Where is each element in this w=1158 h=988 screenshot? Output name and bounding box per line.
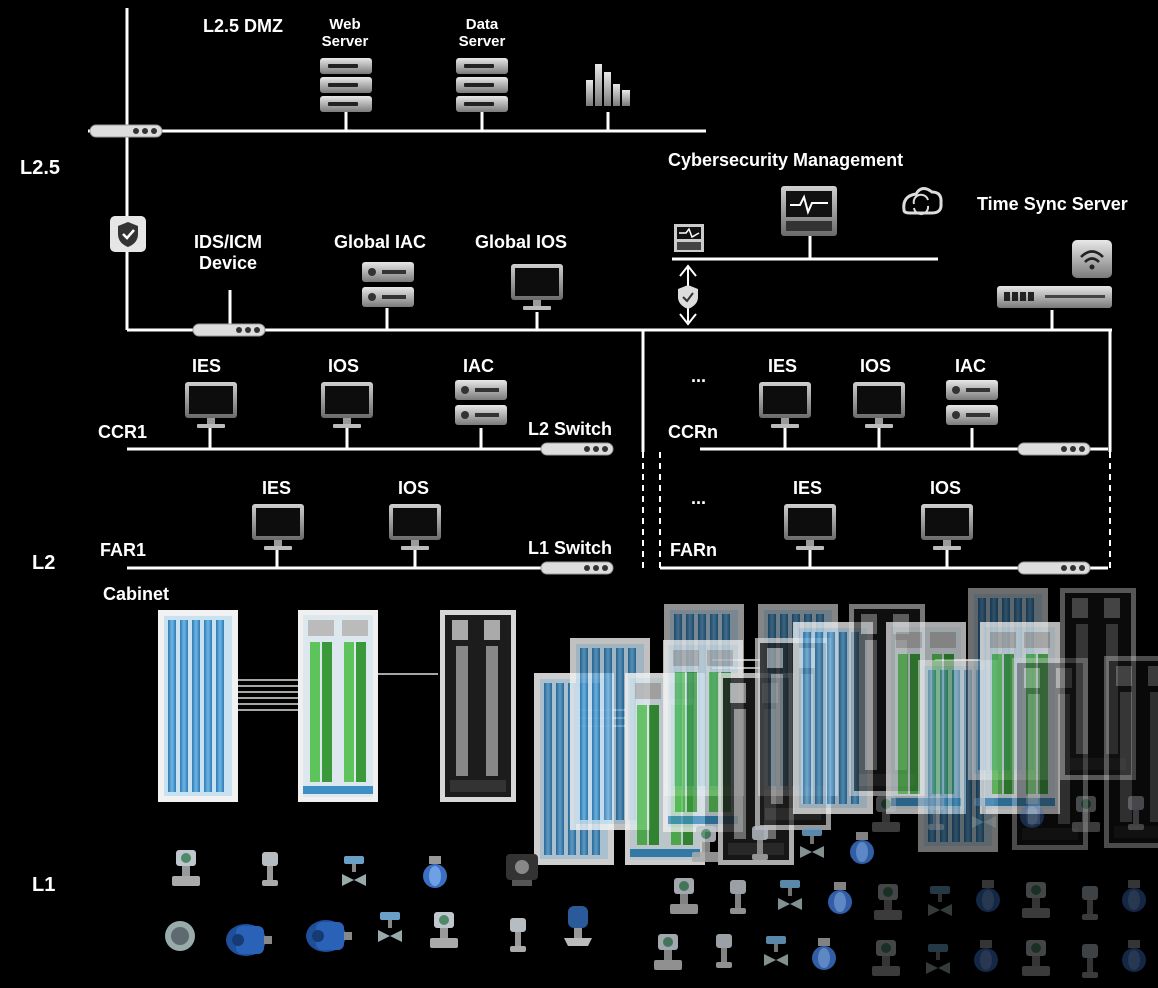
security-console-icon (781, 186, 837, 236)
bar-chart-icon (586, 64, 630, 106)
far1-name-label: FAR1 (100, 540, 147, 560)
field-device-icon (716, 934, 732, 968)
time-sync-server-label: Time Sync Server (977, 194, 1128, 214)
ccrn-ellipsis: ... (691, 366, 707, 386)
level-l1-label: L1 (32, 874, 56, 896)
motor-icon (226, 924, 272, 956)
farn-ies-label: IES (793, 478, 823, 498)
field-device-icon (1122, 880, 1146, 912)
ccr1-ies-label: IES (192, 356, 222, 376)
ccrn-ios-label: IOS (860, 356, 892, 376)
ccr1-name-label: CCR1 (98, 422, 148, 442)
valve-icon (342, 856, 366, 886)
field-device-icon (874, 884, 902, 920)
field-device-icon (1082, 886, 1098, 920)
l2-switch-label: L2 Switch (528, 419, 613, 439)
field-device-icon (764, 936, 788, 966)
far1-ios-label: IOS (398, 478, 430, 498)
global-iac-label: Global IAC (334, 232, 427, 252)
ccr1-iac-label: IAC (463, 356, 494, 376)
field-device-icon (1082, 944, 1098, 978)
field-device-icon (1022, 882, 1050, 918)
field-device-icon (670, 878, 698, 914)
level-transmitter-icon (510, 918, 526, 952)
farn-ios-label: IOS (930, 478, 962, 498)
field-device-icon (752, 826, 768, 860)
differential-pressure-transmitter-icon (430, 912, 458, 948)
ccr1-ios-label: IOS (328, 356, 360, 376)
field-device-icon (1122, 940, 1146, 972)
field-device-icon (812, 938, 836, 970)
field-device-icon (972, 798, 996, 828)
level-l2-label: L2 (32, 552, 56, 574)
control-valve-icon (378, 912, 402, 942)
far1-ies-label: IES (262, 478, 292, 498)
security-monitor-small-icon (674, 224, 704, 252)
field-device-icon (850, 832, 874, 864)
field-device-icon (974, 940, 998, 972)
cabinet-title: Cabinet (103, 584, 170, 604)
field-device-icon (926, 944, 950, 974)
farn-ellipsis: ... (691, 488, 707, 508)
dmz-title: L2.5 DMZ (203, 16, 284, 36)
field-device-icon (778, 880, 802, 910)
field-device-icon (872, 940, 900, 976)
l1-switch-label: L1 Switch (528, 538, 613, 558)
valve-positioner-icon (506, 854, 538, 886)
motor-2-icon (306, 920, 352, 952)
cybersecurity-management-label: Cybersecurity Management (668, 150, 904, 170)
field-device-icon (872, 796, 900, 832)
field-device-icon (1020, 796, 1044, 828)
field-device-icon (1128, 796, 1144, 830)
global-ios-label: Global IOS (475, 232, 568, 252)
field-device-icon (1022, 940, 1050, 976)
field-device-icon (928, 796, 944, 830)
cloud-sync-icon (902, 187, 943, 216)
field-device-icon (730, 880, 746, 914)
pressure-transmitter-icon (172, 850, 200, 886)
field-device-icon (928, 886, 952, 916)
field-device-icon (828, 882, 852, 914)
temperature-transmitter-icon (262, 852, 278, 886)
ccrn-ies-label: IES (768, 356, 798, 376)
field-device-icon (692, 826, 720, 862)
wifi-icon (1072, 240, 1112, 278)
ccrn-name-label: CCRn (668, 422, 718, 442)
field-device-icon (976, 880, 1000, 912)
time-sync-appliance-icon (997, 286, 1112, 308)
field-device-icon (800, 828, 824, 858)
flowmeter-icon (423, 856, 447, 888)
junction-box-icon (165, 921, 195, 951)
radar-level-icon (564, 906, 592, 946)
field-device-icon (1072, 796, 1100, 832)
farn-name-label: FARn (670, 540, 717, 560)
field-device-icon (654, 934, 682, 970)
data-diode-icon (678, 264, 698, 326)
ccrn-iac-label: IAC (955, 356, 986, 376)
level-l25-label: L2.5 (20, 157, 61, 179)
